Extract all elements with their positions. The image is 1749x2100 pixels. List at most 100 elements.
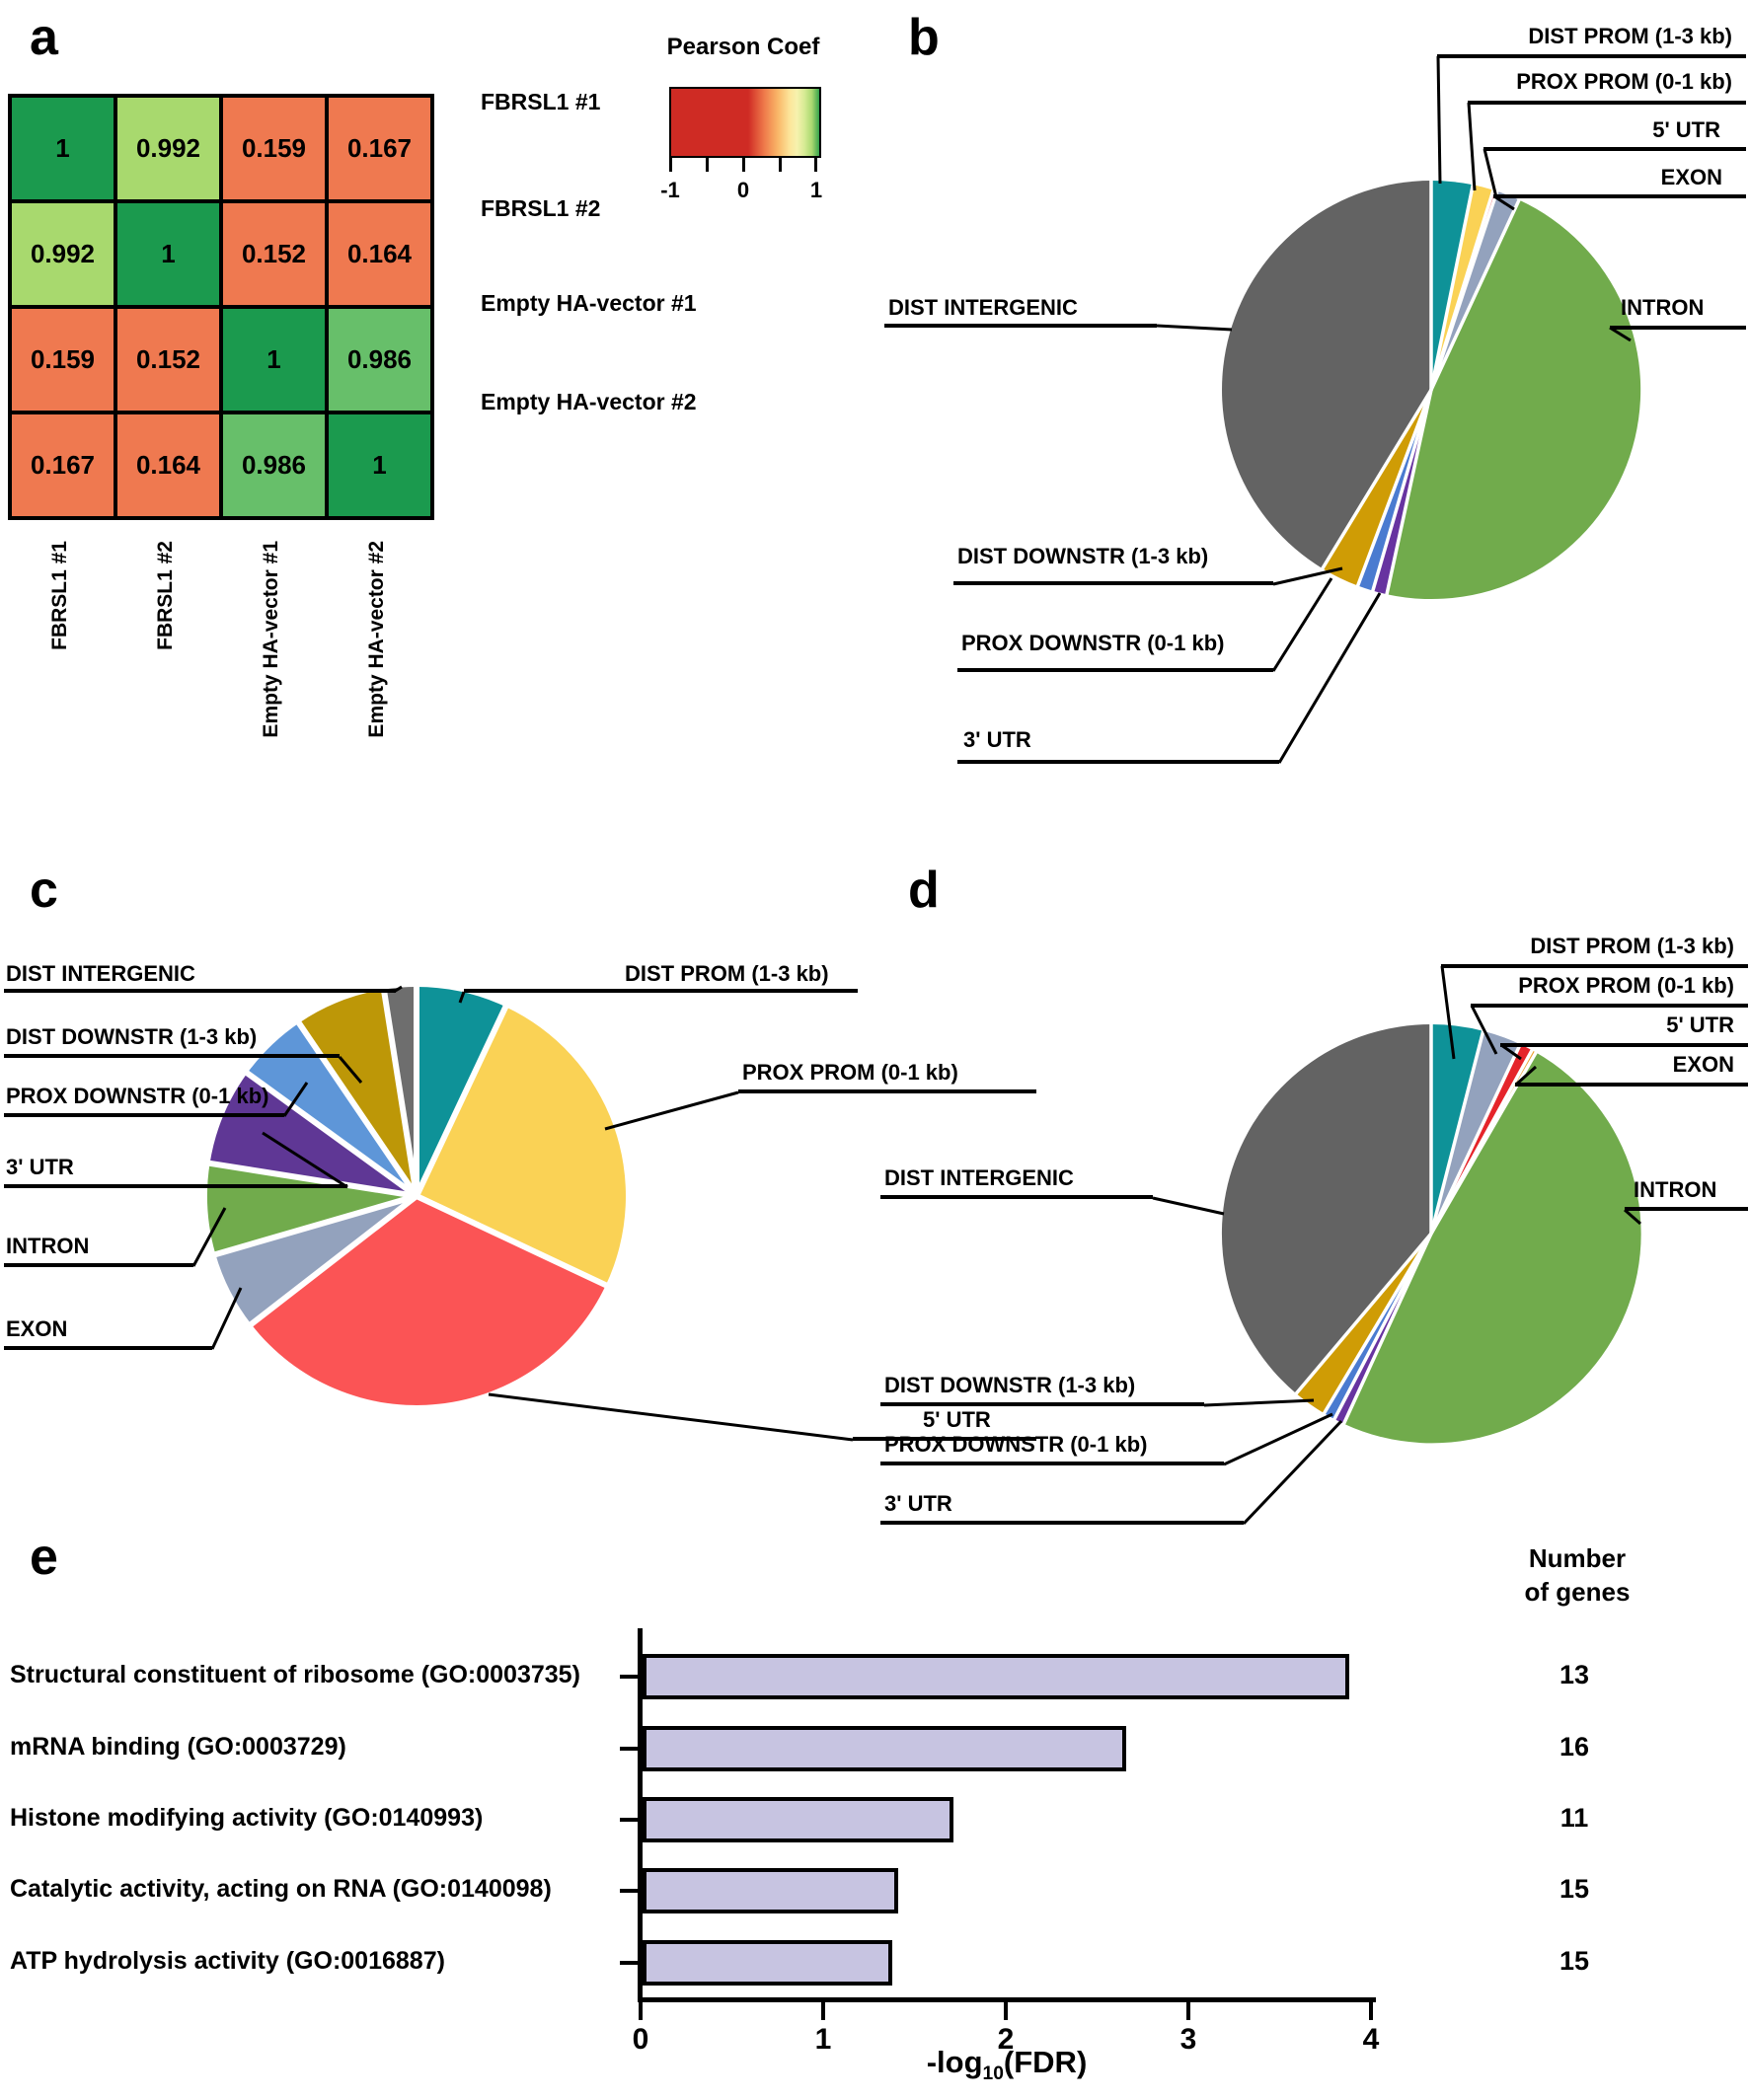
heatmap-column-label: Empty HA-vector #2 (365, 541, 388, 738)
go-term-label: Histone modifying activity (GO:0140993) (10, 1804, 484, 1832)
pie-slice-separator (1385, 389, 1433, 596)
underline (1625, 1207, 1748, 1211)
gene-count: 16 (1559, 1732, 1590, 1762)
callout-leader-line (1156, 324, 1233, 332)
e-y-tick (620, 1675, 640, 1679)
heatmap-cell: 1 (327, 412, 432, 518)
pie-slice (1222, 181, 1431, 569)
pie-slice (247, 1022, 417, 1196)
xlabel-suffix: (FDR) (1003, 2045, 1088, 2079)
underline (1441, 964, 1748, 968)
panel-letter-c: c (30, 862, 58, 919)
header-line-2: of genes (1524, 1577, 1631, 1607)
gene-count: 15 (1559, 1946, 1590, 1976)
underline (957, 760, 1279, 764)
underline (853, 1437, 1036, 1441)
panel-letter-b: b (908, 9, 940, 66)
pie-slice (417, 1007, 626, 1286)
pie-b-label-intron: INTRON (1621, 295, 1705, 320)
callout-leader-line (1493, 194, 1515, 211)
pie-d-label-exon: EXON (1672, 1052, 1734, 1077)
pie-slice-separator (244, 1070, 418, 1199)
pie-b-label-dist-downstr: DIST DOWNSTR (1-3 kb) (957, 544, 1209, 568)
go-term-label: ATP hydrolysis activity (GO:0016887) (10, 1947, 445, 1975)
pie-d-label-prox-prom: PROX PROM (0-1 kb) (1518, 973, 1734, 998)
pie-c-label-intron: INTRON (6, 1234, 90, 1258)
callout-leader-line (1483, 148, 1498, 198)
callout-leader-line (1436, 55, 1442, 185)
callout-leader-line (1609, 326, 1632, 342)
go-term-label: Catalytic activity, acting on RNA (GO:01… (10, 1875, 552, 1903)
gene-count: 13 (1559, 1660, 1590, 1689)
underline (4, 1263, 193, 1267)
pie-slice (251, 1196, 606, 1405)
underline (1515, 1083, 1748, 1087)
pie-slice-separator (414, 1005, 509, 1198)
underline (4, 1346, 212, 1350)
heatmap-cell: 0.164 (115, 412, 221, 518)
underline (4, 1113, 284, 1117)
heatmap-cell: 0.164 (327, 201, 432, 307)
callout-leader-line (210, 1287, 243, 1350)
callout-leader-line (282, 1082, 309, 1117)
legend-tick (669, 156, 672, 172)
pie-slice-separator (295, 1020, 419, 1198)
underline (4, 1054, 340, 1058)
callout-leader-line (1467, 102, 1477, 191)
e-y-tick (620, 1818, 640, 1822)
callout-leader-line (338, 1056, 363, 1084)
pie-slice-separator (1331, 1233, 1433, 1421)
callout-leader-line (1242, 1419, 1343, 1526)
e-x-tick (1369, 2000, 1373, 2020)
callout-leader-line (262, 1131, 348, 1189)
pie-b-label-5utr: 5' UTR (1652, 117, 1720, 142)
pie-b-label-exon: EXON (1660, 165, 1722, 189)
pie-slice-separator (1355, 389, 1433, 588)
underline (1468, 101, 1746, 105)
heatmap-cell: 0.986 (221, 412, 327, 518)
legend-tick-label: 1 (809, 178, 823, 202)
e-x-tick (639, 2000, 643, 2020)
pie-b-label-dist-prom: DIST PROM (1-3 kb) (1528, 24, 1732, 48)
underline (4, 1184, 347, 1188)
pie-c-label-3utr: 3' UTR (6, 1155, 74, 1179)
underline (464, 989, 858, 993)
callout-leader-line (1152, 1196, 1225, 1216)
pie-slice (1296, 1234, 1431, 1414)
pie-d-label-prox-downstr: PROX DOWNSTR (0-1 kb) (884, 1432, 1148, 1457)
underline (880, 1462, 1224, 1465)
e-y-tick (620, 1889, 640, 1893)
heatmap-cell: 0.167 (327, 96, 432, 201)
pie-slice-separator (1429, 183, 1476, 391)
legend-tick (779, 156, 782, 172)
pie-d-label-5utr: 5' UTR (1666, 1012, 1734, 1037)
heatmap-cell: 0.152 (115, 307, 221, 412)
legend-tick (742, 156, 745, 172)
pie-c-label-dist-prom: DIST PROM (1-3 kb) (625, 961, 829, 986)
pie-slice-separator (1429, 1042, 1523, 1235)
panel-letter-a: a (30, 9, 58, 66)
underline (957, 668, 1273, 672)
callout-leader-line (1272, 566, 1343, 586)
pie-slice-separator (208, 1160, 418, 1199)
e-x-tick (1004, 2000, 1008, 2020)
heatmap-cell: 0.992 (115, 96, 221, 201)
pie-c-label-exon: EXON (6, 1316, 68, 1341)
pie-slice-separator (213, 1193, 418, 1258)
pie-b-label-prox-downstr: PROX DOWNSTR (0-1 kb) (961, 631, 1225, 655)
callout-leader-line (488, 1392, 854, 1442)
pie-c-label-prox-prom: PROX PROM (0-1 kb) (742, 1060, 958, 1085)
pie-d-label-dist-intergenic: DIST INTERGENIC (884, 1165, 1074, 1190)
go-term-bar (643, 1940, 892, 1986)
pie-c-label-prox-downstr: PROX DOWNSTR (0-1 kb) (6, 1084, 269, 1108)
underline (953, 581, 1273, 585)
pie-slice-separator (1294, 1232, 1433, 1395)
callout-leader-line (191, 1207, 227, 1267)
underline (1500, 1043, 1748, 1047)
e-y-axis (638, 1628, 643, 2002)
pie-slice-separator (380, 988, 419, 1197)
legend-title: Pearson Coef (666, 34, 820, 60)
pie-c-label-dist-downstr: DIST DOWNSTR (1-3 kb) (6, 1024, 258, 1049)
